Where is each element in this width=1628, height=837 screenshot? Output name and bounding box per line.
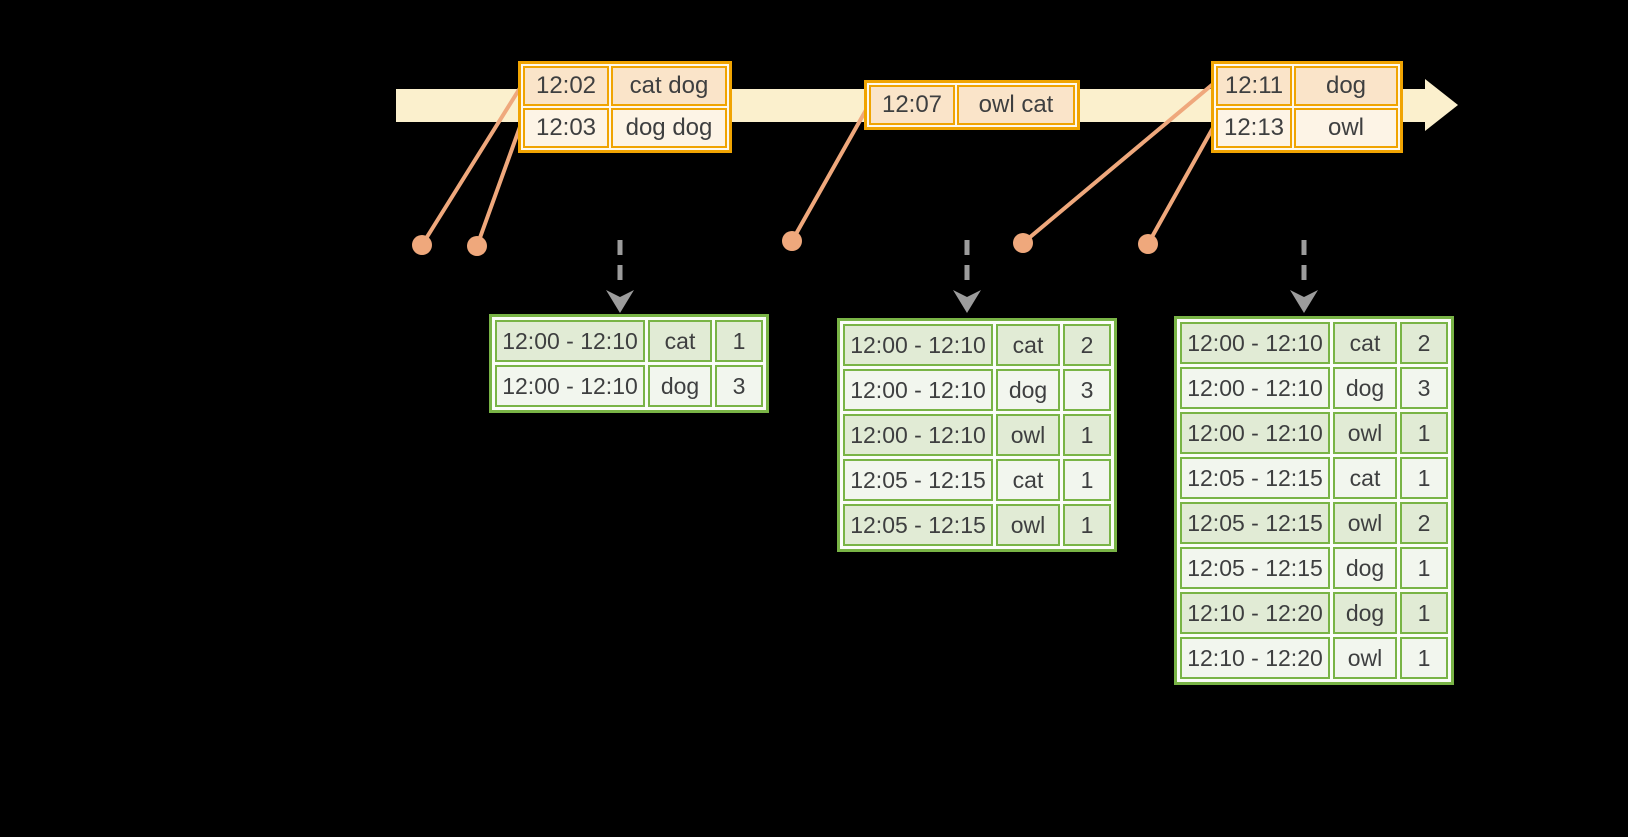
event-words-cell: cat dog <box>611 66 727 106</box>
window-cell: 12:10 - 12:20 <box>1180 637 1330 679</box>
event-time-cell: 12:07 <box>869 85 955 125</box>
connector-line <box>1021 82 1215 245</box>
word-cell: cat <box>996 324 1060 366</box>
count-cell: 3 <box>715 365 763 407</box>
word-cell: dog <box>1333 547 1397 589</box>
arrow-head-icon <box>606 290 634 313</box>
word-cell: cat <box>996 459 1060 501</box>
window-cell: 12:00 - 12:10 <box>843 369 993 411</box>
count-cell: 1 <box>1400 457 1448 499</box>
event-words-cell: dog <box>1294 66 1398 106</box>
window-cell: 12:00 - 12:10 <box>1180 412 1330 454</box>
count-cell: 1 <box>1400 592 1448 634</box>
trigger-arrows <box>606 240 1318 313</box>
event-words-cell: dog dog <box>611 108 727 148</box>
window-cell: 12:00 - 12:10 <box>1180 367 1330 409</box>
count-cell: 1 <box>715 320 763 362</box>
window-cell: 12:00 - 12:10 <box>1180 322 1330 364</box>
arrow-right-icon <box>1425 79 1458 131</box>
count-cell: 3 <box>1063 369 1111 411</box>
count-cell: 1 <box>1400 637 1448 679</box>
window-cell: 12:05 - 12:15 <box>1180 457 1330 499</box>
window-cell: 12:00 - 12:10 <box>843 414 993 456</box>
connector-line <box>1146 124 1216 246</box>
word-cell: owl <box>1333 637 1397 679</box>
word-cell: owl <box>1333 412 1397 454</box>
count-cell: 1 <box>1063 459 1111 501</box>
connector-line <box>790 108 868 243</box>
connector-line <box>475 122 523 248</box>
word-cell: dog <box>1333 367 1397 409</box>
count-cell: 2 <box>1400 502 1448 544</box>
arrow-head-icon <box>953 290 981 313</box>
word-cell: dog <box>648 365 712 407</box>
word-cell: cat <box>648 320 712 362</box>
count-cell: 1 <box>1400 412 1448 454</box>
window-cell: 12:00 - 12:10 <box>495 365 645 407</box>
count-cell: 1 <box>1400 547 1448 589</box>
word-cell: owl <box>1333 502 1397 544</box>
connector-lines <box>420 82 1216 248</box>
dot-icon <box>1013 233 1033 253</box>
word-cell: owl <box>996 414 1060 456</box>
event-words-cell: owl <box>1294 108 1398 148</box>
window-cell: 12:05 - 12:15 <box>1180 502 1330 544</box>
window-cell: 12:05 - 12:15 <box>843 504 993 546</box>
dot-icon <box>1138 234 1158 254</box>
count-cell: 3 <box>1400 367 1448 409</box>
event-time-cell: 12:13 <box>1216 108 1292 148</box>
word-cell: dog <box>1333 592 1397 634</box>
count-cell: 1 <box>1063 504 1111 546</box>
event-words-cell: owl cat <box>957 85 1075 125</box>
word-cell: owl <box>996 504 1060 546</box>
window-cell: 12:00 - 12:10 <box>843 324 993 366</box>
event-time-cell: 12:11 <box>1216 66 1292 106</box>
count-cell: 2 <box>1063 324 1111 366</box>
word-cell: cat <box>1333 322 1397 364</box>
word-cell: dog <box>996 369 1060 411</box>
arrow-head-icon <box>1290 290 1318 313</box>
event-time-cell: 12:02 <box>523 66 609 106</box>
connector-line <box>420 86 522 247</box>
window-cell: 12:05 - 12:15 <box>843 459 993 501</box>
count-cell: 1 <box>1063 414 1111 456</box>
dot-icon <box>467 236 487 256</box>
word-cell: cat <box>1333 457 1397 499</box>
window-cell: 12:00 - 12:10 <box>495 320 645 362</box>
dot-icon <box>782 231 802 251</box>
window-cell: 12:05 - 12:15 <box>1180 547 1330 589</box>
event-time-cell: 12:03 <box>523 108 609 148</box>
dot-icon <box>412 235 432 255</box>
count-cell: 2 <box>1400 322 1448 364</box>
event-dots <box>412 231 1158 256</box>
window-cell: 12:10 - 12:20 <box>1180 592 1330 634</box>
